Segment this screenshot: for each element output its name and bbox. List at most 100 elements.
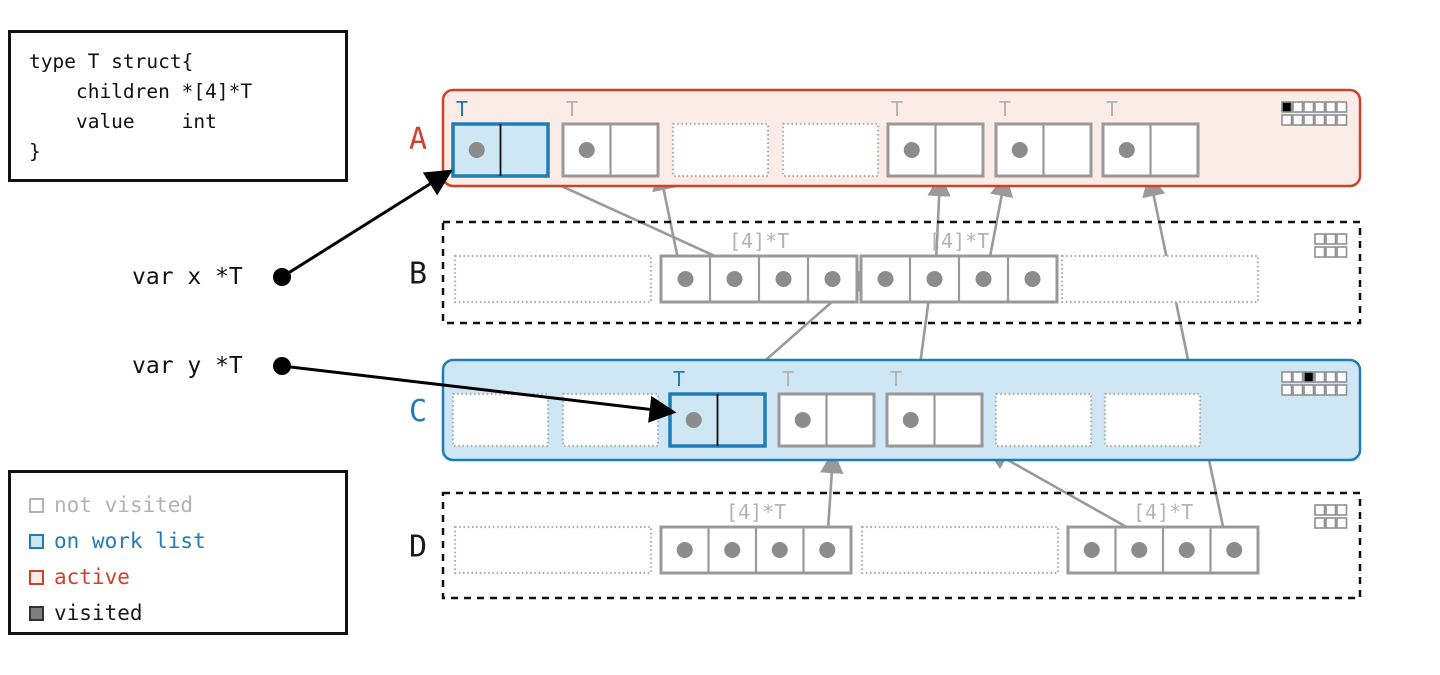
region-c-slot-1[interactable] bbox=[561, 392, 660, 448]
var-y-label: var y *T bbox=[132, 353, 243, 379]
progress-cell bbox=[1336, 233, 1348, 245]
progress-grid-c bbox=[1281, 371, 1348, 396]
region-c-slot-5[interactable] bbox=[994, 392, 1093, 448]
var-x-label: var x *T bbox=[132, 264, 243, 290]
progress-cell bbox=[1314, 233, 1326, 245]
pointer-dot bbox=[771, 542, 788, 558]
progress-cell bbox=[1303, 101, 1315, 113]
pointer-dot bbox=[819, 542, 836, 558]
region-a-slot-5[interactable]: T bbox=[994, 97, 1093, 178]
progress-cell bbox=[1336, 517, 1348, 529]
progress-cell bbox=[1303, 114, 1315, 126]
empty-slot bbox=[994, 392, 1093, 448]
state-legend-box: not visited on work list active visited bbox=[8, 470, 348, 635]
progress-cell bbox=[1325, 504, 1337, 516]
empty-slot bbox=[781, 122, 880, 178]
progress-cell bbox=[1325, 246, 1337, 258]
region-a-slot-4[interactable]: T bbox=[886, 97, 985, 178]
progress-cell bbox=[1325, 384, 1337, 396]
legend-label: on work list bbox=[54, 529, 206, 553]
region-c-slot-3[interactable]: T bbox=[777, 367, 876, 448]
region-b-slot-3[interactable] bbox=[1060, 254, 1260, 304]
region-d-frame bbox=[441, 491, 1362, 600]
type-label: T bbox=[566, 97, 578, 121]
type-label: T bbox=[673, 367, 685, 391]
pointer-dot bbox=[1226, 542, 1243, 558]
type-label: T bbox=[890, 367, 902, 391]
legend-label: active bbox=[54, 565, 130, 589]
legend-items: not visited on work list active visited bbox=[29, 487, 345, 631]
pointer-dot bbox=[794, 412, 811, 428]
empty-slot bbox=[671, 122, 770, 178]
progress-cell bbox=[1336, 114, 1348, 126]
progress-grid-b bbox=[1314, 233, 1348, 258]
progress-cell bbox=[1303, 384, 1315, 396]
legend-item: active bbox=[29, 559, 345, 595]
region-b-slot-0[interactable] bbox=[453, 254, 653, 304]
progress-cell bbox=[1336, 504, 1348, 516]
progress-cell bbox=[1336, 246, 1348, 258]
progress-cell bbox=[1292, 384, 1304, 396]
region-d[interactable]: D [4]*T [4]*T bbox=[409, 491, 1362, 600]
pointer-dot bbox=[902, 412, 919, 428]
progress-cell bbox=[1281, 371, 1293, 383]
region-b-slot-2[interactable]: [4]*T bbox=[859, 229, 1059, 304]
progress-cell bbox=[1325, 101, 1337, 113]
region-a-slot-2[interactable] bbox=[671, 122, 770, 178]
region-b-slot-1[interactable]: [4]*T bbox=[659, 229, 859, 304]
progress-cell bbox=[1314, 504, 1326, 516]
region-b-frame bbox=[441, 220, 1362, 325]
type-label: [4]*T bbox=[726, 500, 786, 524]
progress-cell bbox=[1303, 371, 1315, 383]
progress-cell bbox=[1314, 114, 1326, 126]
empty-slot bbox=[561, 392, 660, 448]
pointer-dot bbox=[903, 142, 920, 158]
progress-cell bbox=[1292, 101, 1304, 113]
progress-cell bbox=[1281, 384, 1293, 396]
region-d-slot-2[interactable] bbox=[860, 525, 1060, 575]
legend-label: not visited bbox=[54, 493, 194, 517]
region-b-label: B bbox=[409, 257, 427, 292]
region-c-slot-4[interactable]: T bbox=[885, 367, 984, 448]
pointer-dot bbox=[578, 142, 595, 158]
edges-layer bbox=[477, 146, 1232, 562]
type-label: [4]*T bbox=[1133, 500, 1193, 524]
empty-slot bbox=[1103, 392, 1202, 448]
progress-cell bbox=[1336, 384, 1348, 396]
pointer-dot bbox=[726, 271, 743, 287]
type-label: [4]*T bbox=[929, 229, 989, 253]
region-c-slot-6[interactable] bbox=[1103, 392, 1202, 448]
type-definition-code: type T struct{ children *[4]*T value int… bbox=[29, 50, 253, 163]
legend-swatch-icon bbox=[29, 533, 44, 549]
region-a-slot-3[interactable] bbox=[781, 122, 880, 178]
region-d-slot-1[interactable]: [4]*T bbox=[659, 500, 853, 575]
progress-cell bbox=[1336, 101, 1348, 113]
var-y-dot bbox=[273, 357, 291, 375]
region-d-slot-0[interactable] bbox=[453, 525, 653, 575]
progress-cell bbox=[1314, 517, 1326, 529]
region-d-slot-3[interactable]: [4]*T bbox=[1066, 500, 1260, 575]
region-a-slot-6[interactable]: T bbox=[1101, 97, 1200, 178]
region-c-slot-0[interactable] bbox=[451, 392, 550, 448]
region-b[interactable]: B [4]*T [4]*T bbox=[409, 220, 1362, 325]
progress-cell bbox=[1336, 371, 1348, 383]
empty-slot bbox=[453, 254, 653, 304]
type-label: T bbox=[1106, 97, 1118, 121]
progress-cell bbox=[1325, 233, 1337, 245]
root-pointers-layer bbox=[273, 169, 677, 423]
pointer-dot bbox=[724, 542, 741, 558]
legend-label: visited bbox=[54, 601, 143, 625]
progress-cell bbox=[1292, 371, 1304, 383]
progress-cell bbox=[1281, 114, 1293, 126]
edge-x-to-a1 bbox=[281, 169, 453, 279]
legend-swatch-icon bbox=[29, 569, 44, 585]
region-a-slot-0[interactable]: T bbox=[451, 97, 550, 178]
region-d-label: D bbox=[409, 530, 427, 565]
region-a-slot-1[interactable]: T bbox=[561, 97, 660, 178]
region-c-slot-2[interactable]: T bbox=[668, 367, 767, 448]
